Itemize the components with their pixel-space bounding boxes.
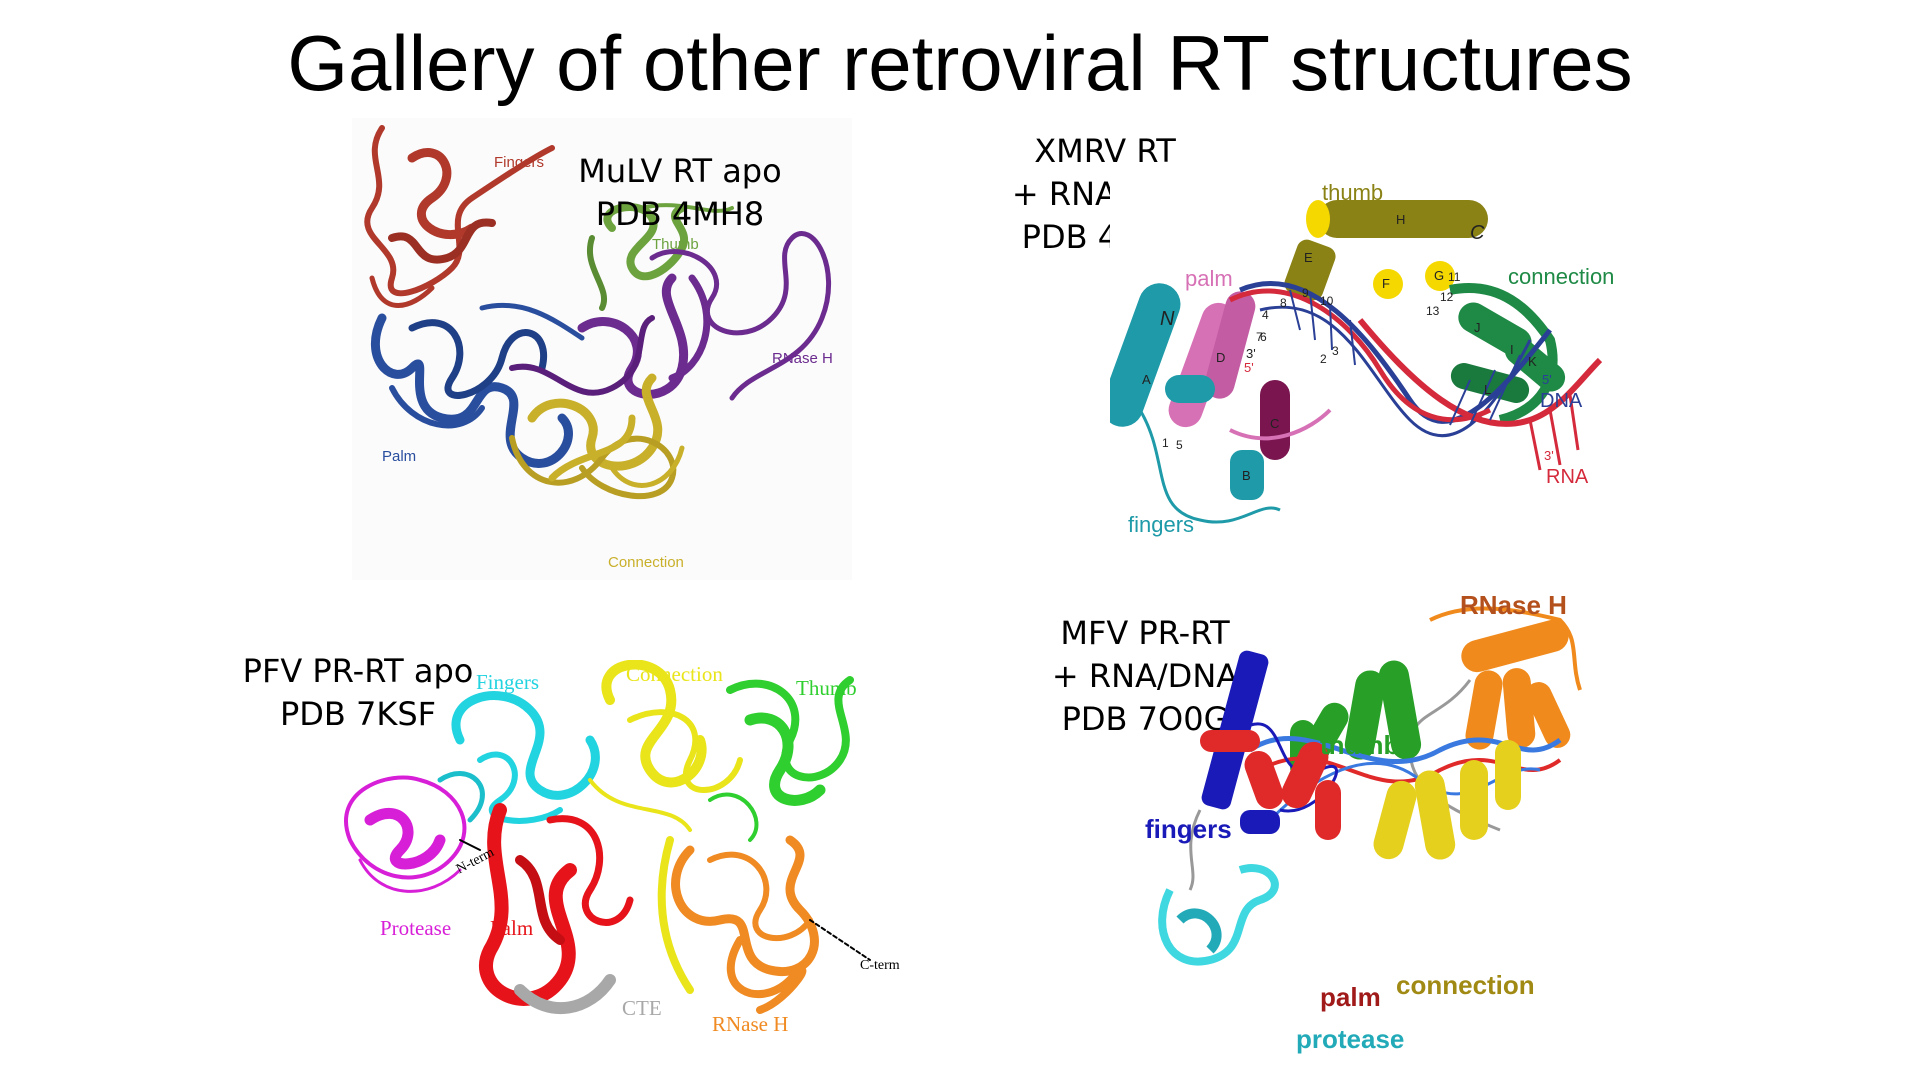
mulv-panel: Fingers Thumb RNase H Palm Connection bbox=[352, 118, 852, 580]
mfv-label-thumb: thumb bbox=[1320, 730, 1400, 760]
xmrv-helix-a: A bbox=[1142, 372, 1151, 387]
xmrv-label-dna: DNA bbox=[1540, 390, 1583, 412]
pfv-label-rnaseh: RNase H bbox=[712, 1012, 789, 1036]
xmrv-helix-e: E bbox=[1304, 250, 1313, 265]
mulv-label-palm: Palm bbox=[382, 448, 417, 465]
xmrv-helix-d: D bbox=[1216, 350, 1226, 365]
pfv-caption: PFV PR-RT apo PDB 7KSF bbox=[228, 650, 488, 736]
xmrv-structure-image bbox=[1110, 180, 1630, 550]
mfv-label-connection: connection bbox=[1396, 970, 1535, 1000]
xmrv-label-primer-3prime: 3' bbox=[1246, 346, 1256, 361]
xmrv-strand-11: 11 bbox=[1448, 270, 1461, 284]
xmrv-strand-5: 5 bbox=[1176, 438, 1183, 452]
xmrv-label-thumb: thumb bbox=[1322, 180, 1384, 205]
xmrv-helix-c: C bbox=[1270, 416, 1280, 431]
mfv-caption-line3: PDB 7O0G bbox=[1061, 700, 1229, 738]
xmrv-strand-13: 13 bbox=[1426, 304, 1440, 318]
pfv-structure-image bbox=[344, 660, 871, 1014]
mfv-label-fingers: fingers bbox=[1145, 814, 1232, 844]
xmrv-strand-3: 3 bbox=[1332, 344, 1339, 358]
xmrv-strand-10: 10 bbox=[1320, 294, 1334, 308]
xmrv-label-connection: connection bbox=[1508, 264, 1615, 289]
mulv-label-thumb: Thumb bbox=[652, 236, 699, 253]
xmrv-panel: thumb palm connection fingers DNA RNA N … bbox=[1110, 180, 1630, 550]
mulv-caption-line2: PDB 4MH8 bbox=[595, 195, 765, 233]
mfv-structure-image bbox=[1158, 606, 1582, 966]
xmrv-helix-l: L bbox=[1484, 382, 1492, 397]
xmrv-label-n-term: N bbox=[1160, 308, 1175, 330]
xmrv-strand-7: 7 bbox=[1256, 330, 1263, 344]
mulv-label-fingers: Fingers bbox=[494, 154, 545, 171]
pfv-label-c-term: C-term bbox=[860, 958, 900, 973]
xmrv-strand-9: 9 bbox=[1302, 286, 1309, 300]
mulv-structure-image bbox=[352, 118, 852, 580]
xmrv-strand-1: 1 bbox=[1162, 436, 1169, 450]
pfv-label-protease: Protease bbox=[380, 916, 452, 940]
mfv-caption-line2: + RNA/DNA bbox=[1051, 657, 1239, 695]
mulv-label-connection: Connection bbox=[608, 554, 684, 571]
slide-title: Gallery of other retroviral RT structure… bbox=[287, 19, 1633, 107]
pfv-label-fingers: Fingers bbox=[476, 670, 539, 694]
mfv-label-palm: palm bbox=[1320, 982, 1381, 1012]
pfv-caption-line2: PDB 7KSF bbox=[279, 695, 437, 733]
xmrv-label-palm: palm bbox=[1185, 266, 1233, 291]
xmrv-label-c-term: C bbox=[1470, 222, 1485, 244]
xmrv-helix-g: G bbox=[1434, 268, 1445, 283]
pfv-label-cte: CTE bbox=[622, 996, 662, 1020]
xmrv-helix-h: H bbox=[1396, 212, 1406, 227]
mfv-caption-line1: MFV PR-RT bbox=[1060, 614, 1230, 652]
pfv-caption-line1: PFV PR-RT apo bbox=[242, 652, 474, 690]
xmrv-helix-i: I bbox=[1510, 342, 1514, 357]
mfv-caption: MFV PR-RT + RNA/DNA PDB 7O0G bbox=[1025, 612, 1265, 741]
xmrv-label-rna-3prime: 3' bbox=[1544, 448, 1554, 463]
mulv-caption-line1: MuLV RT apo bbox=[578, 152, 782, 190]
mfv-label-rnaseh: RNase H bbox=[1460, 590, 1567, 620]
pfv-label-thumb: Thumb bbox=[796, 676, 857, 700]
xmrv-strand-6: 6 bbox=[1260, 330, 1267, 344]
xmrv-label-rna: RNA bbox=[1546, 466, 1589, 488]
xmrv-strand-4: 4 bbox=[1262, 308, 1269, 322]
xmrv-label-dna-5prime: 5' bbox=[1542, 372, 1552, 387]
xmrv-strand-2: 2 bbox=[1320, 352, 1327, 366]
mulv-label-rnaseh: RNase H bbox=[772, 350, 833, 367]
pfv-label-connection: Connection bbox=[626, 662, 723, 686]
xmrv-helix-f: F bbox=[1382, 276, 1390, 291]
xmrv-helix-b: B bbox=[1242, 468, 1251, 483]
mfv-panel: RNase H thumb fingers palm connection pr… bbox=[1140, 590, 1600, 1070]
xmrv-strand-12: 12 bbox=[1440, 290, 1454, 304]
mulv-caption: MuLV RT apo PDB 4MH8 bbox=[560, 150, 800, 236]
xmrv-label-fingers: fingers bbox=[1128, 512, 1195, 537]
xmrv-helix-j: J bbox=[1474, 320, 1481, 335]
pfv-panel: Fingers Connection Thumb Protease N-term… bbox=[330, 660, 930, 1060]
pfv-label-palm: Palm bbox=[490, 916, 534, 940]
mfv-label-protease: protease bbox=[1296, 1024, 1405, 1054]
xmrv-label-template-5prime: 5' bbox=[1244, 360, 1254, 375]
xmrv-strand-8: 8 bbox=[1280, 296, 1287, 310]
xmrv-helix-k: K bbox=[1528, 354, 1537, 369]
xmrv-caption-line1: XMRV RT bbox=[1034, 132, 1176, 170]
